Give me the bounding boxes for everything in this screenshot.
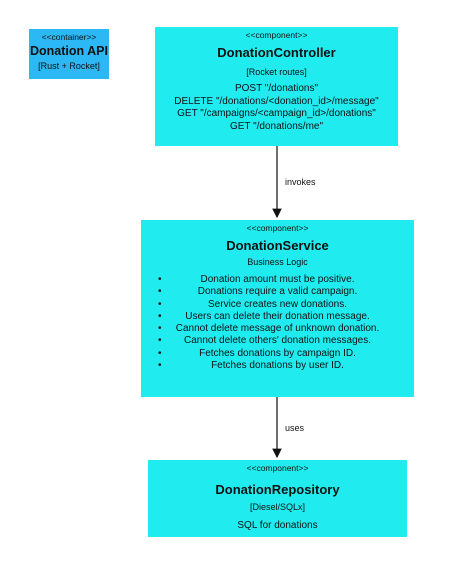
service-stereotype: <<component>> xyxy=(246,223,309,233)
controller-tech: [Rocket routes] xyxy=(246,67,307,77)
bullet-icon: • xyxy=(158,335,162,347)
bullet-icon: • xyxy=(158,310,162,322)
repository-tech: [Diesel/SQLx] xyxy=(249,502,306,512)
controller-stereotype: <<component>> xyxy=(245,30,308,40)
bullet-icon: • xyxy=(158,323,162,335)
component-donation-repository[interactable]: <<component>> DonationRepository [Diesel… xyxy=(148,460,407,537)
bullet-icon: • xyxy=(158,347,162,359)
rule-item: •Users can delete their donation message… xyxy=(158,310,370,322)
rule-item: •Cannot delete others' donation messages… xyxy=(158,335,372,347)
rule-item: •Service creates new donations. xyxy=(158,298,347,310)
invokes-label: invokes xyxy=(283,177,318,187)
bullet-icon: • xyxy=(158,360,162,372)
service-tech: Business Logic xyxy=(247,257,308,267)
bullet-icon: • xyxy=(158,274,162,285)
container-stereotype: <<container>> xyxy=(41,32,97,42)
repository-name: DonationRepository xyxy=(215,482,340,497)
container-tech: [Rust + Rocket] xyxy=(38,61,100,71)
bullet-icon: • xyxy=(158,298,162,310)
rule-item: •Donation amount must be positive. xyxy=(158,274,355,285)
service-rules-list: •Donation amount must be positive. •Dona… xyxy=(141,274,414,372)
route-item: GET "/donations/me" xyxy=(229,120,324,132)
controller-name: DonationController xyxy=(217,45,336,60)
controller-routes: POST "/donations" DELETE "/donations/<do… xyxy=(155,83,398,133)
container-name: Donation API xyxy=(29,44,108,58)
repository-stereotype: <<component>> xyxy=(246,463,309,473)
bullet-icon: • xyxy=(158,286,162,298)
component-donation-controller[interactable]: <<component>> DonationController [Rocket… xyxy=(155,27,398,146)
service-name: DonationService xyxy=(226,238,329,253)
container-donation-api[interactable]: <<container>> Donation API [Rust + Rocke… xyxy=(29,29,109,79)
rule-item: •Fetches donations by user ID. xyxy=(158,360,344,372)
uses-label: uses xyxy=(283,423,307,433)
rule-item: •Donations require a valid campaign. xyxy=(158,286,358,298)
rule-item: •Fetches donations by campaign ID. xyxy=(158,347,356,359)
component-donation-service[interactable]: <<component>> DonationService Business L… xyxy=(141,220,414,397)
route-item: DELETE "/donations/<donation_id>/message… xyxy=(174,95,379,107)
rule-item: •Cannot delete message of unknown donati… xyxy=(158,323,380,335)
repository-description: SQL for donations xyxy=(237,520,318,531)
route-item: GET "/campaigns/<campaign_id>/donations" xyxy=(177,108,376,119)
route-item: POST "/donations" xyxy=(234,83,319,94)
